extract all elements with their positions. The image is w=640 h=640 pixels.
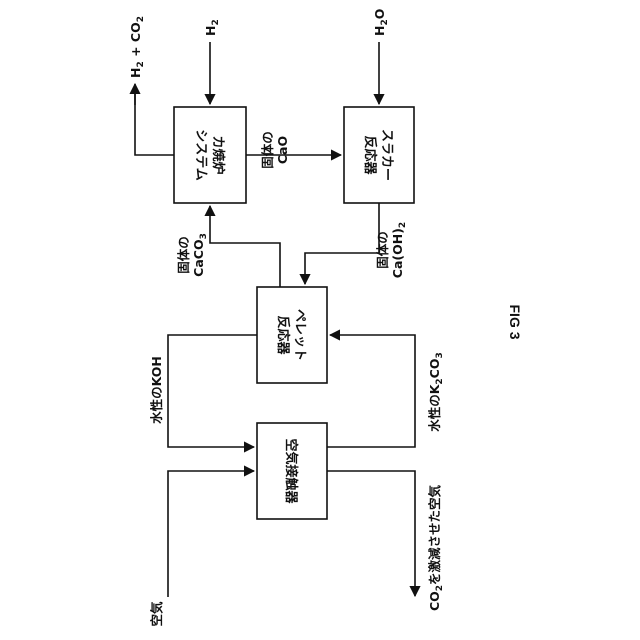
solid-caoh2-line1: 固体の xyxy=(375,231,390,269)
k2co3-loop-arrow xyxy=(327,335,415,447)
slaker-label-line1: スラカー xyxy=(379,129,394,181)
calciner-label-line2: システム xyxy=(193,129,208,181)
depleted-air-output-arrow xyxy=(327,471,415,596)
aqueous-koh-label: 水性のKOH xyxy=(149,356,164,424)
slaker-label-line2: 反応器 xyxy=(362,135,378,175)
solid-caco3-line1: 固体の xyxy=(176,236,191,274)
figure-label: FIG 3 xyxy=(507,304,523,339)
h2-label: H2 xyxy=(203,19,221,36)
h2-co2-output-arrow xyxy=(135,88,174,155)
koh-loop-arrow xyxy=(168,335,257,447)
air-contactor-box: 空気接触器 xyxy=(257,423,327,519)
solid-caco3-line2: CaCO3 xyxy=(191,233,209,277)
aqueous-k2co3-label: 水性のK2CO3 xyxy=(427,352,445,432)
solid-caoh2-label: 固体の Ca(OH)2 xyxy=(375,222,408,278)
calciner-system-box: カ焼炉 システム xyxy=(174,107,246,203)
air-label: 空気 xyxy=(149,601,164,627)
solid-caoh2-line2: Ca(OH)2 xyxy=(390,222,408,278)
air-input-arrow xyxy=(168,471,254,597)
slaker-reactor-box: スラカー 反応器 xyxy=(344,107,414,203)
caoh2-transfer-arrow xyxy=(305,203,379,284)
solid-cao-line2: CaO xyxy=(275,136,290,164)
solid-caco3-label: 固体の CaCO3 xyxy=(176,233,209,277)
pellet-label-line2: 反応器 xyxy=(275,315,291,355)
calciner-label-line1: カ焼炉 xyxy=(210,135,226,174)
caco3-transfer-arrow xyxy=(210,206,280,287)
pellet-label-line1: ペレット xyxy=(292,309,307,361)
h2-co2-label: H2 + CO2 xyxy=(128,16,146,78)
co2-depleted-air-label: CO2を激減させた空気 xyxy=(427,484,445,611)
solid-cao-line1: 固体の xyxy=(260,131,275,169)
solid-cao-label: 固体の CaO xyxy=(260,131,290,169)
contactor-label: 空気接触器 xyxy=(283,438,299,504)
pellet-reactor-box: ペレット 反応器 xyxy=(257,287,327,383)
h2o-label: H2O xyxy=(372,9,390,36)
